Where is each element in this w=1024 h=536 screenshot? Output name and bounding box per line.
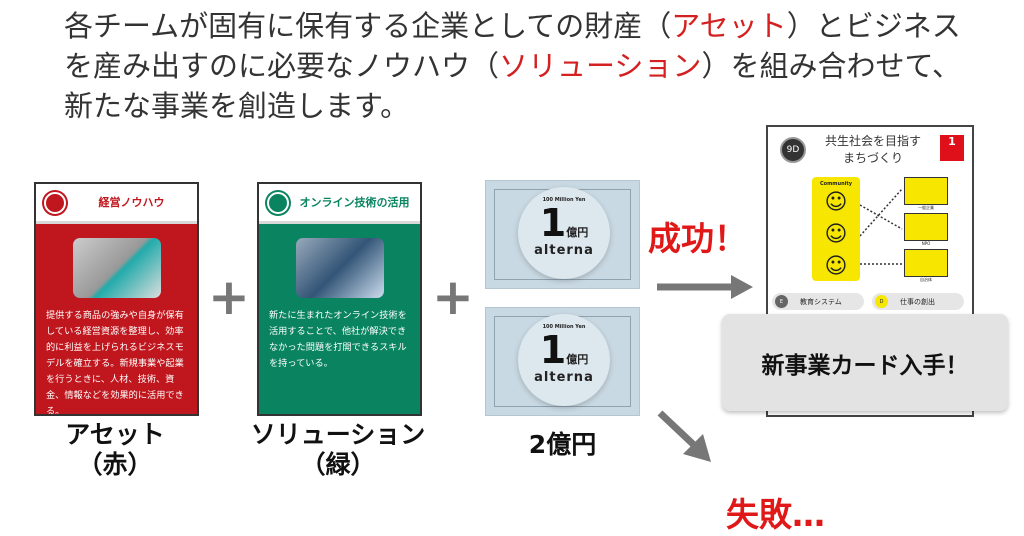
asset-label: アセット（赤） [65,420,165,479]
card-badge: A [267,191,289,214]
org-icons: 一般企業 NPO 自治体 [904,177,948,283]
asset-card: 0 経営ノウハウ 提供する商品の強みや自身が保有している経営資源を整理し、効率的に… [34,182,199,416]
card-badge: 9D [780,137,806,163]
success-text: 成功！ [648,219,747,258]
money-label: 2億円 [528,430,597,459]
card-title: 経営ノウハウ [98,196,165,209]
solution-label: ソリューション（緑） [250,420,426,479]
asset-highlight: アセット [671,9,787,43]
failure-text: 失敗… [726,495,825,534]
plus-sign: + [432,268,474,326]
plus-sign: + [208,268,250,326]
card-description: 新たに生まれたオンライン技術を活用することで、他社が解決できなかった問題を打開で… [269,310,407,369]
arrow-failure-icon [657,410,711,462]
card-title: 共生社会を目指すまちづくり [824,134,921,165]
card-description: 提供する商品の強みや自身が保有している経営資源を整理し、効率的に利益を上げられる… [46,310,184,416]
card-title: オンライン技術の活用 [299,196,410,209]
intro-text: 各チームが固有に保有する企業としての財産（アセット）とビジネスを産み出すのに必要… [64,9,961,123]
solution-highlight: ソリューション [499,49,702,83]
card-photo [295,238,384,298]
new-card-obtained-banner: 新事業カード入手！ [722,314,1008,411]
solution-card: A オンライン技術の活用 新たに生まれたオンライン技術を活用することで、他社が解決… [257,182,422,416]
connection-lines [860,188,903,265]
community-panel: Community☺☺☺ [812,177,860,281]
card-badge: 0 [44,191,66,214]
arrow-success-icon [657,275,753,299]
corner-number: 1 [940,135,964,161]
card-photo [72,238,161,298]
